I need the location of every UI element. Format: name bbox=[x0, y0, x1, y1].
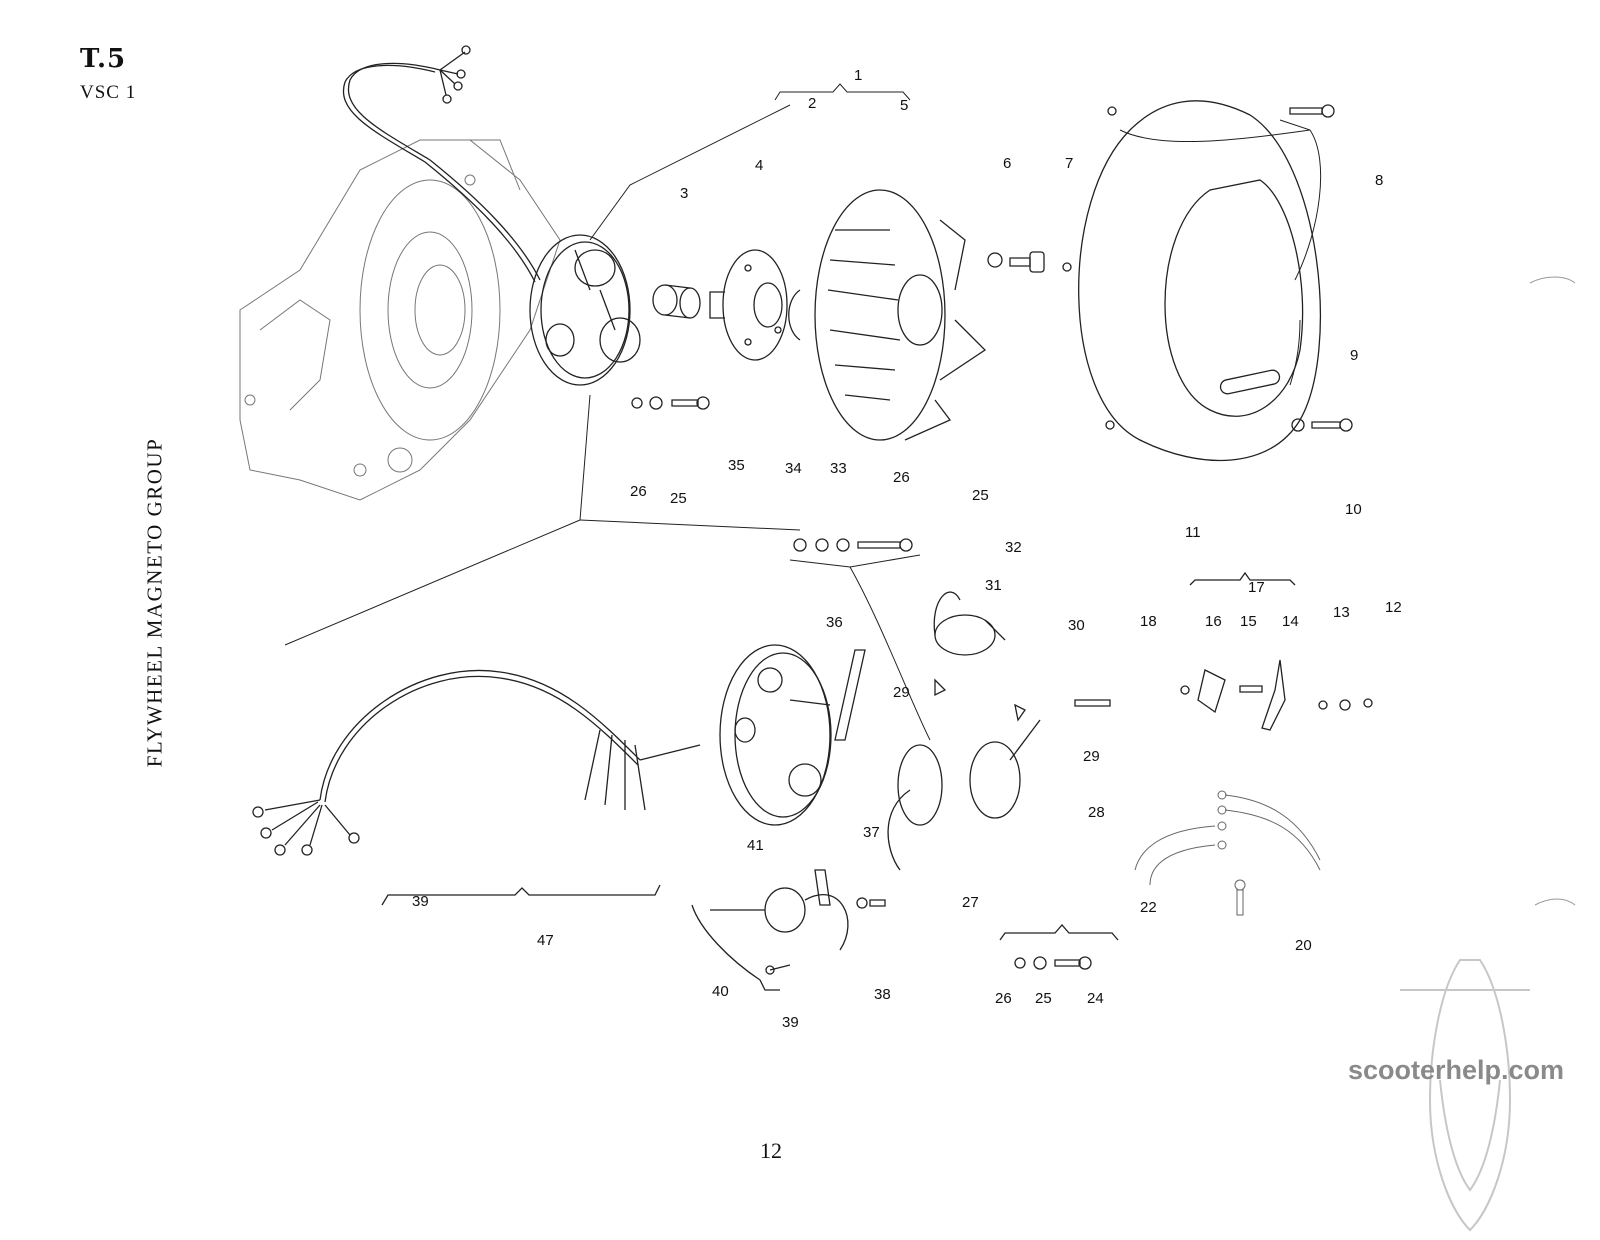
scooter-watermark-image bbox=[1400, 959, 1530, 1232]
lock-washer bbox=[987, 252, 1003, 268]
part-label-1: 1 bbox=[854, 67, 862, 84]
part-label-34: 34 bbox=[785, 460, 802, 477]
part-label-25-upper: 25 bbox=[670, 490, 687, 507]
stator-plate-lower bbox=[719, 644, 832, 826]
part-label-7: 7 bbox=[1065, 155, 1073, 172]
coil-left bbox=[887, 744, 943, 871]
model-code: VSC 1 bbox=[80, 82, 137, 103]
part-label-36: 36 bbox=[826, 614, 843, 631]
page-edge-marks bbox=[1529, 276, 1576, 906]
part-label-17: 17 bbox=[1248, 579, 1265, 596]
flywheel-fan bbox=[814, 189, 987, 441]
lower-wire-harness bbox=[252, 669, 701, 906]
part-label-9: 9 bbox=[1350, 347, 1358, 364]
part-label-27: 27 bbox=[962, 894, 979, 911]
flywheel-cover bbox=[1062, 100, 1321, 462]
cover-screw-lower bbox=[1311, 418, 1353, 432]
part-label-24: 24 bbox=[1087, 990, 1104, 1007]
part-label-13: 13 bbox=[1333, 604, 1350, 621]
part-label-38: 38 bbox=[874, 986, 891, 1003]
part-label-31: 31 bbox=[985, 577, 1002, 594]
part-label-22: 22 bbox=[1140, 899, 1157, 916]
part-label-16: 16 bbox=[1205, 613, 1222, 630]
coil-upper bbox=[933, 591, 1006, 656]
stator-plate bbox=[529, 234, 641, 386]
part-label-18: 18 bbox=[1140, 613, 1157, 630]
watermark-text: scooterhelp.com bbox=[1348, 1055, 1565, 1085]
cover-screw-upper bbox=[1289, 104, 1335, 118]
part-label-32: 32 bbox=[1005, 539, 1022, 556]
washer-set-lower bbox=[999, 924, 1119, 970]
cable-lug bbox=[934, 678, 1026, 722]
condenser-bracket bbox=[814, 869, 831, 906]
part-label-39b: 39 bbox=[782, 1014, 799, 1031]
part-label-4: 4 bbox=[755, 157, 763, 174]
part-label-26: 26 bbox=[995, 990, 1012, 1007]
part-label-47: 47 bbox=[537, 932, 554, 949]
leader-lines-upper bbox=[284, 83, 1322, 741]
bracket-screw bbox=[856, 897, 886, 909]
part-label-39a: 39 bbox=[412, 893, 429, 910]
part-label-30: 30 bbox=[1068, 617, 1085, 634]
part-label-25: 25 bbox=[1035, 990, 1052, 1007]
part-label-26-mid: 26 bbox=[893, 469, 910, 486]
flywheel-bolt bbox=[1009, 251, 1045, 273]
plate-code: T.5 bbox=[80, 44, 127, 74]
part-label-11: 11 bbox=[1185, 524, 1201, 541]
part-label-14: 14 bbox=[1282, 613, 1299, 630]
part-label-37: 37 bbox=[863, 824, 880, 841]
part-label-33: 33 bbox=[830, 460, 847, 477]
part-label-35: 35 bbox=[728, 457, 745, 474]
part-label-40: 40 bbox=[712, 983, 729, 1000]
washer-set-middle bbox=[793, 538, 913, 552]
contact-breaker bbox=[834, 649, 866, 741]
upper-wire-harness bbox=[342, 45, 541, 283]
bush bbox=[652, 284, 701, 319]
part-label-29a: 29 bbox=[893, 684, 910, 701]
circlip bbox=[788, 289, 801, 341]
part-label-layer: 1 2 3 4 5 6 7 8 9 10 11 12 13 14 15 16 1… bbox=[412, 67, 1402, 1031]
lead-set bbox=[1134, 790, 1321, 916]
part-label-10: 10 bbox=[1345, 501, 1362, 518]
page-number: 12 bbox=[760, 1138, 782, 1163]
part-label-12: 12 bbox=[1385, 599, 1402, 616]
part-label-6: 6 bbox=[1003, 155, 1011, 172]
cover-washer bbox=[1291, 418, 1305, 432]
part-label-2: 2 bbox=[808, 95, 816, 112]
part-label-15: 15 bbox=[1240, 613, 1257, 630]
part-label-26-upper: 26 bbox=[630, 483, 647, 500]
part-label-5: 5 bbox=[900, 97, 908, 114]
condenser bbox=[691, 887, 849, 991]
part-label-20: 20 bbox=[1295, 937, 1312, 954]
part-label-3: 3 bbox=[680, 185, 688, 202]
part-label-28: 28 bbox=[1088, 804, 1105, 821]
coil-right bbox=[969, 719, 1041, 819]
crankcase-housing bbox=[239, 139, 561, 501]
part-label-25-mid: 25 bbox=[972, 487, 989, 504]
part-label-29b: 29 bbox=[1083, 748, 1100, 765]
flywheel-hub bbox=[709, 249, 788, 361]
terminal-screw bbox=[1074, 699, 1111, 707]
part-label-8: 8 bbox=[1375, 172, 1383, 189]
part-label-41: 41 bbox=[747, 837, 764, 854]
washer-set-upper bbox=[631, 396, 710, 410]
contact-breaker-parts bbox=[1180, 571, 1373, 731]
